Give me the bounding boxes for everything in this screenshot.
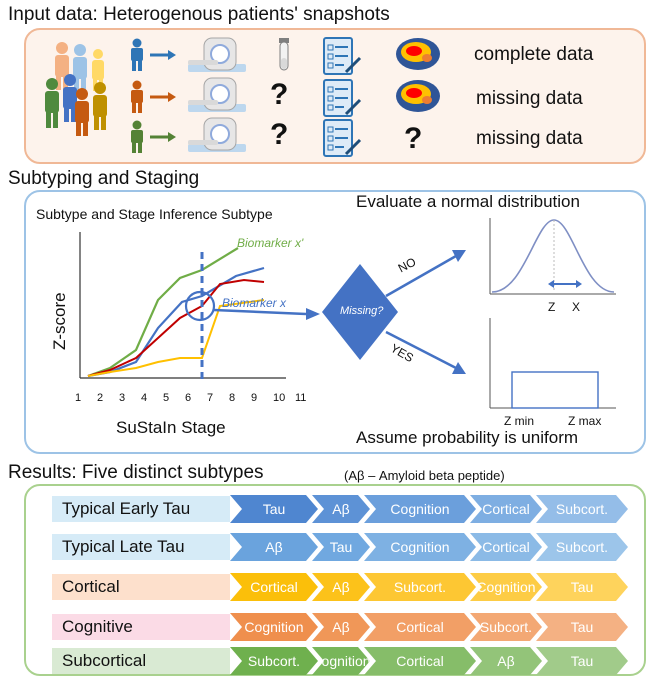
branch-arrows: [385, 250, 466, 374]
x-tick-label: 10: [273, 392, 286, 404]
x-tick-label: 7: [207, 392, 214, 404]
x-tick-label: 2: [97, 392, 104, 404]
plot-title: Subtype and Stage Inference Subtype: [36, 206, 273, 222]
stage-chevron: Cognition: [364, 495, 476, 523]
questionnaire-icon: [323, 119, 362, 157]
patient-green-icon: [131, 120, 176, 153]
stage-chevron: Tau: [536, 573, 628, 601]
zmax-label: Z max: [568, 414, 602, 428]
subtype-name: Subcortical: [52, 648, 230, 674]
stage-chevron: Cognition: [364, 533, 476, 561]
brain-scan-icon: [396, 38, 440, 70]
stage-chevron: Cortical: [470, 533, 542, 561]
stage-chevron: Cognition: [312, 647, 370, 675]
y-axis-label: Z-score: [50, 292, 70, 350]
stage-chevron: Aβ: [230, 533, 318, 561]
stage-chevron: Cortical: [230, 573, 318, 601]
row-label-missing-1: missing data: [476, 88, 583, 109]
mri-scanner-icon: [188, 117, 246, 152]
sustain-plot: [79, 232, 320, 382]
x-tick-label: 6: [185, 392, 192, 404]
questionnaire-icon: [323, 79, 362, 117]
mri-scanner-icon: [188, 37, 246, 72]
zmin-label: Z min: [504, 414, 534, 428]
results-note: (Aβ – Amyloid beta peptide): [344, 468, 505, 483]
stage-chevron: Aβ: [470, 647, 542, 675]
stage-chevron: Tau: [536, 647, 628, 675]
missing-fluid-question: ?: [270, 78, 289, 111]
subtyping-title: Subtyping and Staging: [8, 168, 200, 189]
x-tick-label: 5: [163, 392, 170, 404]
x-tick-label: 8: [229, 392, 236, 404]
normal-distribution-plot: [489, 218, 616, 295]
stage-chevron: Subcort.: [536, 495, 628, 523]
patient-group-icon: [45, 42, 107, 136]
stage-chevron: Subcort.: [470, 613, 542, 641]
x-axis-label: SuStaIn Stage: [116, 418, 226, 437]
row-label-complete: complete data: [474, 44, 594, 65]
annot-biomarker-x-prime: Biomarker x': [237, 236, 304, 250]
subtype-name: Cortical: [52, 574, 230, 600]
questionnaire-icon: [323, 37, 362, 75]
uniform-title: Assume probability is uniform: [356, 428, 579, 447]
results-title: Results: Five distinct subtypes: [8, 462, 264, 483]
decision-label: Missing?: [340, 305, 384, 317]
stage-chevron: Subcort.: [536, 533, 628, 561]
input-data-title: Input data: Heterogenous patients' snaps…: [8, 4, 390, 25]
stage-chevron: Cognition: [230, 613, 318, 641]
test-tube-icon: [279, 38, 289, 71]
uniform-distribution-plot: [489, 318, 616, 409]
x-tick-label: 1: [75, 392, 82, 404]
brain-scan-icon: [396, 80, 440, 112]
normal-title: Evaluate a normal distribution: [356, 192, 580, 211]
patient-blue-icon: [131, 38, 176, 71]
stage-chevron: Cortical: [364, 613, 476, 641]
z-label: Z: [548, 300, 556, 314]
x-tick-label: 11: [295, 392, 307, 404]
stage-chevron: Tau: [230, 495, 318, 523]
missing-scan-question: ?: [404, 122, 423, 155]
row-label-missing-2: missing data: [476, 128, 583, 149]
x-tick-label: 3: [119, 392, 126, 404]
stage-chevron: Tau: [536, 613, 628, 641]
x-label: X: [572, 300, 581, 314]
subtype-name: Typical Late Tau: [52, 534, 230, 560]
missing-fluid-question: ?: [270, 118, 289, 151]
decision-diamond: [322, 264, 398, 360]
subtype-name: Typical Early Tau: [52, 496, 230, 522]
stage-chevron: Subcort.: [364, 573, 476, 601]
stage-chevron: Cortical: [364, 647, 476, 675]
subtype-name: Cognitive: [52, 614, 230, 640]
x-tick-label: 9: [251, 392, 258, 404]
stage-chevron: Aβ: [312, 495, 370, 523]
x-tick-label: 4: [141, 392, 148, 404]
mri-scanner-icon: [188, 77, 246, 112]
stage-chevron: Cortical: [470, 495, 542, 523]
patient-orange-icon: [131, 80, 176, 113]
stage-chevron: Subcort.: [230, 647, 318, 675]
annot-biomarker-x: Biomarker x: [222, 296, 287, 310]
stage-chevron: Cognition: [470, 573, 542, 601]
